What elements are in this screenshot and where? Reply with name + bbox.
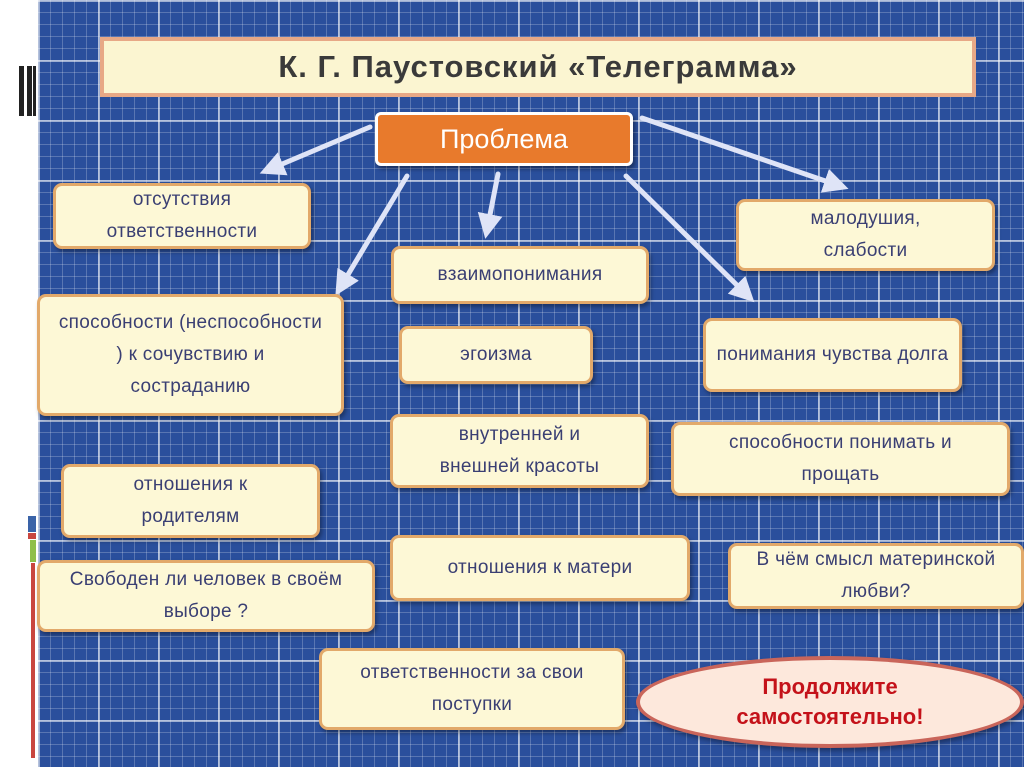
deco-line-red (31, 563, 35, 758)
card-love-meaning: В чём смысл материнской любви? (728, 543, 1024, 609)
card-mother: отношения к матери (390, 535, 690, 601)
deco-square-blue (28, 516, 36, 532)
card-cowardice: малодушия, слабости (736, 199, 995, 271)
deco-line-green (30, 540, 36, 562)
card-duty: понимания чувства долга (703, 318, 962, 392)
deco-bar-2 (27, 66, 32, 116)
card-deeds: ответственности за свои поступки (319, 648, 625, 730)
card-mutual-understanding: взаимопонимания (391, 246, 649, 304)
card-compassion: способности (неспособности ) к сочувстви… (37, 294, 344, 416)
continue-callout: Продолжите самостоятельно! (636, 656, 1024, 748)
card-responsibility-absence: отсутствия ответственности (53, 183, 311, 249)
deco-bar-3 (33, 66, 36, 116)
page-title: К. Г. Паустовский «Телеграмма» (100, 37, 976, 97)
card-egoism: эгоизма (399, 326, 593, 384)
deco-bar-1 (19, 66, 24, 116)
card-forgive: способности понимать и прощать (671, 422, 1010, 496)
left-margin (0, 0, 38, 767)
card-parents: отношения к родителям (61, 464, 320, 538)
problem-node: Проблема (375, 112, 633, 166)
deco-square-red (28, 533, 36, 539)
card-beauty: внутренней и внешней красоты (390, 414, 649, 488)
card-choice: Свободен ли человек в своём выборе ? (37, 560, 375, 632)
